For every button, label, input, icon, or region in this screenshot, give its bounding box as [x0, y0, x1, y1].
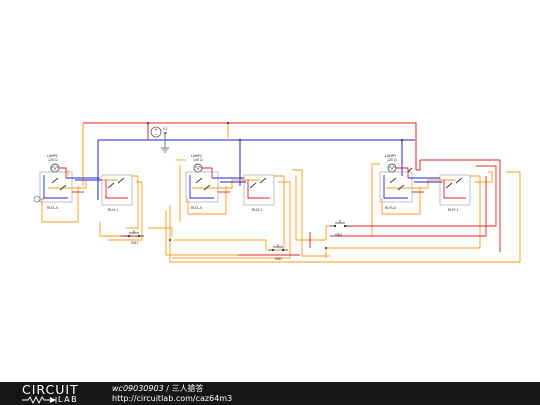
relay-2a-label: RLY2-A: [191, 206, 203, 210]
author-name[interactable]: wc09030903: [112, 384, 164, 393]
relay-3a-label: RLY3-A: [385, 206, 397, 210]
relay-2a-box: [185, 171, 219, 203]
sw3-label: SW3: [335, 233, 342, 237]
svg-text:−: −: [155, 132, 158, 137]
circuit-url[interactable]: http://circuitlab.com/caz64m3: [112, 394, 233, 403]
circuit-byline: wc09030903 / 三人搶答: [112, 384, 232, 394]
svg-text:+: +: [154, 127, 157, 132]
relay-3a-box: [379, 171, 413, 203]
lamp-3-rating: 120 Ω: [387, 158, 397, 162]
relay-1b-label: RLY1-1: [108, 208, 119, 212]
lamp-block-3: LAMP3 120 Ω RLY3-A RLY3-1: [326, 154, 501, 252]
source-label: V1: [163, 127, 167, 131]
lamp-2-rating: 120 Ω: [193, 158, 203, 162]
lamp-block-2: LAMP2 120 Ω RLY2-A RLY2-1: [172, 154, 291, 259]
lamp-block-1: LAMP1 120 Ω RLY1-A RLY1-1: [33, 154, 143, 241]
lamp-3-name: LAMP3: [385, 154, 396, 158]
circuit-meta: wc09030903 / 三人搶答 http://circuitlab.com/…: [112, 384, 232, 404]
bottom-harness-wires: [99, 125, 521, 263]
power-bus-wires: [82, 122, 417, 200]
switch-sw3: SW3: [330, 220, 350, 237]
relay-3b-label: RLY3-1: [448, 208, 459, 212]
logo-text-circuit: CIRCUIT: [22, 382, 79, 397]
circuit-title: 三人搶答: [171, 384, 204, 393]
sw2-label: SW2: [275, 257, 282, 261]
lamp-1-name: LAMP1: [47, 154, 58, 158]
relay-2b-box: [243, 174, 275, 206]
logo-text-lab: LAB: [58, 395, 79, 404]
lamp-2-name: LAMP2: [191, 154, 202, 158]
voltage-source: + − V1 1V: [150, 126, 168, 138]
relay-1a-label: RLY1-A: [47, 206, 59, 210]
byline-separator: /: [163, 384, 172, 393]
relay-3b-box: [439, 174, 471, 206]
relay-1a-box: [39, 171, 73, 203]
footer-bar: CIRCUIT LAB wc09030903 / 三人搶答 http://cir…: [0, 382, 540, 405]
lamp-1-rating: 120 Ω: [48, 158, 58, 162]
switch-sw2: SW2: [268, 244, 288, 261]
source-value: 1V: [163, 131, 168, 135]
relay-2b-label: RLY2-1: [252, 208, 263, 212]
junction-dots: [147, 122, 403, 249]
relay-1b-box: [101, 174, 133, 206]
logo-resistor-icon: [22, 396, 57, 404]
switch-sw1: SW1: [124, 230, 144, 245]
schematic-canvas: + − V1 1V LAMP1 120 Ω RLY1-A RLY1-1: [33, 122, 521, 263]
sw1-label: SW1: [131, 241, 138, 245]
circuitlab-logo[interactable]: CIRCUIT LAB: [22, 383, 94, 404]
